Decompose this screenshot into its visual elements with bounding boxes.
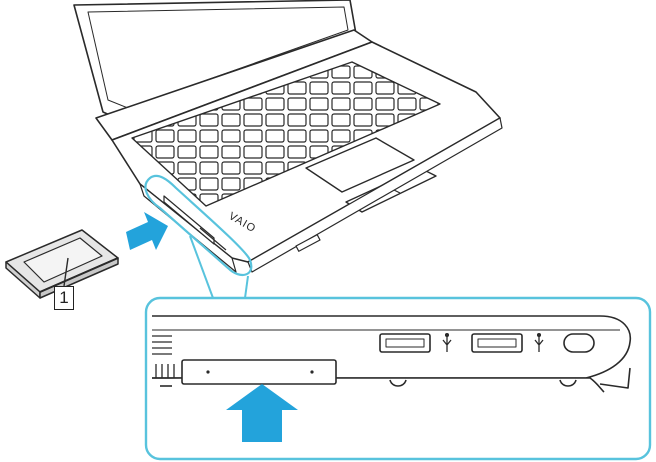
callout-leader: [63, 257, 69, 287]
slot-highlight: [144, 174, 253, 277]
expresscard-slot[interactable]: [181, 359, 337, 385]
security-slot: [563, 333, 595, 353]
side-profile-detail: [152, 315, 632, 393]
callout-label-1: 1: [54, 286, 74, 310]
laptop-illustration: [73, 0, 503, 273]
usb-symbol-icon: [534, 332, 544, 352]
insert-up-arrow: [226, 384, 298, 442]
usb-symbol-icon: [442, 332, 452, 352]
touchpad: [305, 137, 415, 193]
zoom-connector: [189, 235, 249, 299]
insert-arrow: [126, 212, 168, 250]
laptop-card-slot: [163, 195, 215, 245]
keyboard: [131, 61, 441, 207]
